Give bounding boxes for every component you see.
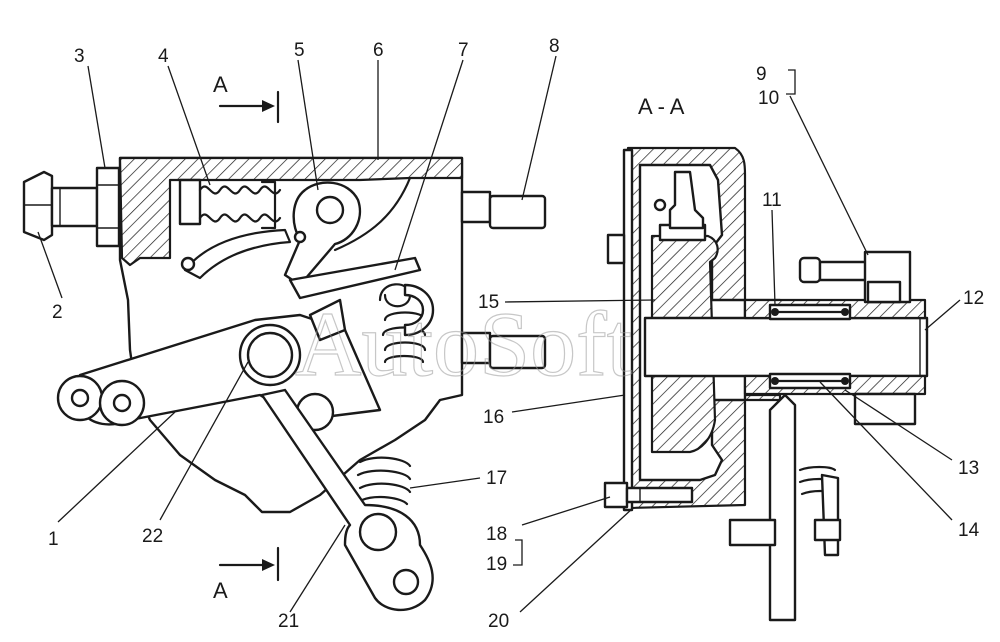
section-mark-bottom: A xyxy=(213,546,280,603)
callout-19: 19 xyxy=(486,554,507,575)
spring-7 xyxy=(288,256,435,364)
cover-plate-16 xyxy=(622,148,634,512)
callout-8: 8 xyxy=(549,36,560,57)
section-letter-bottom: A xyxy=(213,578,228,603)
spring-17 xyxy=(356,456,412,506)
callout-6: 6 xyxy=(373,40,384,61)
right-view: A - A xyxy=(603,94,929,622)
callout-9: 9 xyxy=(756,64,767,85)
callout-14: 14 xyxy=(958,520,980,541)
arc-bracket xyxy=(183,228,292,280)
callout-10: 10 xyxy=(758,88,779,109)
callout-3: 3 xyxy=(74,46,85,67)
callout-11: 11 xyxy=(762,190,782,211)
section-view-title: A - A xyxy=(638,94,685,119)
left-view: A A xyxy=(22,72,547,612)
section-letter-top: A xyxy=(213,72,228,97)
callout-17: 17 xyxy=(486,468,507,489)
callout-20: 20 xyxy=(488,611,509,632)
leader-lines xyxy=(37,55,961,613)
callouts: 1 2 3 4 5 6 7 8 9 10 11 12 13 14 15 16 1… xyxy=(48,36,984,632)
adjusting-screw xyxy=(22,166,121,248)
plate-bolt xyxy=(606,233,626,265)
lever-21 xyxy=(260,388,434,612)
callout-5: 5 xyxy=(294,40,305,61)
callout-15: 15 xyxy=(478,292,499,313)
callout-22: 22 xyxy=(142,526,163,547)
callout-12: 12 xyxy=(963,288,984,309)
callout-1: 1 xyxy=(48,529,59,550)
callout-21: 21 xyxy=(278,611,299,632)
weight-pin xyxy=(668,170,705,230)
lever-5 xyxy=(283,181,361,287)
callout-2: 2 xyxy=(52,302,63,323)
spring-4 xyxy=(178,178,282,230)
stud-lower xyxy=(460,331,547,370)
callout-13: 13 xyxy=(958,458,979,479)
callout-16: 16 xyxy=(483,407,504,428)
lower-bracket xyxy=(728,393,842,622)
stud-upper xyxy=(460,190,547,230)
seals xyxy=(768,303,852,390)
callout-7: 7 xyxy=(458,40,469,61)
bolt-9-10 xyxy=(798,250,917,426)
callout-18: 18 xyxy=(486,524,507,545)
callout-4: 4 xyxy=(158,46,169,67)
screw-18 xyxy=(603,481,694,509)
section-mark-top: A xyxy=(213,72,280,124)
watermark: AutoSoft xyxy=(295,293,633,395)
